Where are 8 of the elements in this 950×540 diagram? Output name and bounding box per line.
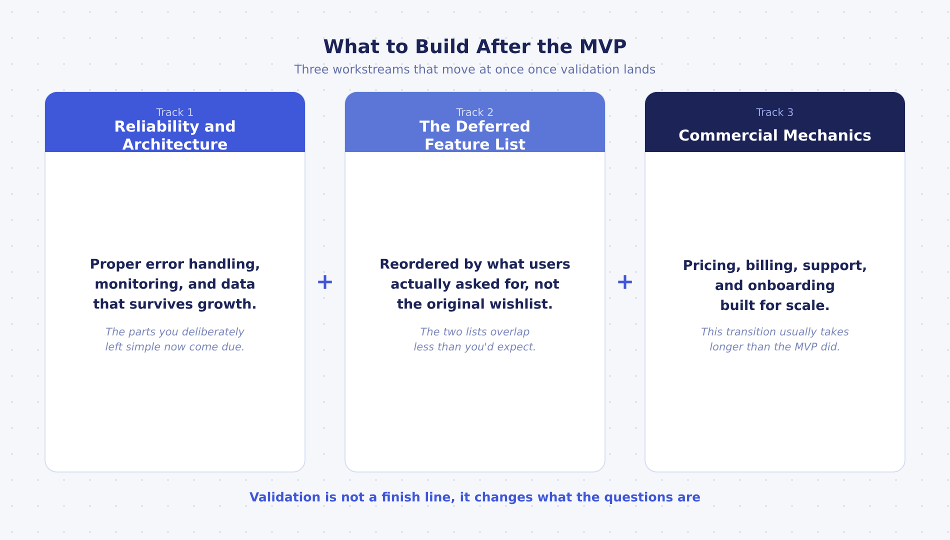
track-card: Track 2 The Deferred Feature List Reordered by what users actually asked for, not the original wishlist. The two lists overlap less than you'd expect. [344,92,606,472]
subtitle: Three workstreams that move at once once validation lands [294,64,656,74]
track-card: Track 1 Reliability and Architecture Proper error handling, monitoring, and data that survives growth. The parts you deliberately left simple now come due. [44,92,306,472]
footer-note: Validation is not a finish line, it changes what the questions are [250,492,700,504]
plus-sign: + [318,275,332,289]
plus-sign: + [618,275,632,289]
track-card: Track 3 Commercial Mechanics Pricing, billing, support, and onboarding built for scale. This transition usually takes longer than the MVP did. [644,92,906,472]
title: What to Build After the MVP [324,38,626,54]
